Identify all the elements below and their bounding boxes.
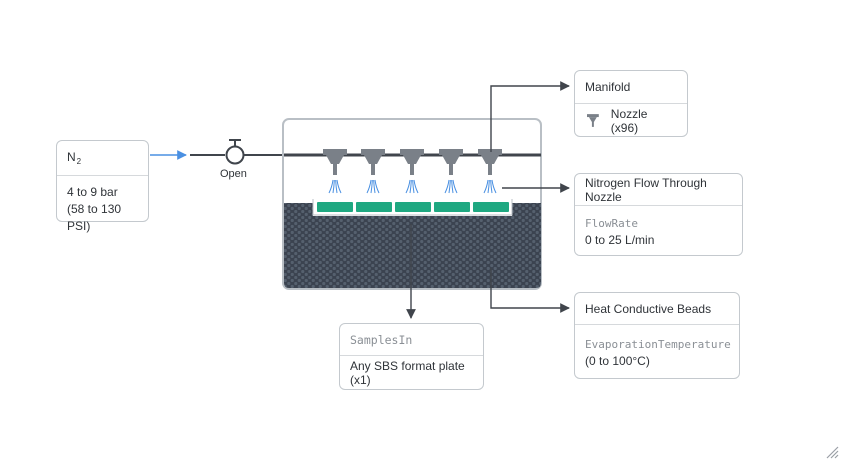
beads-param: EvaporationTemperature — [585, 338, 731, 351]
flow-title: Nitrogen Flow Through Nozzle — [585, 175, 707, 204]
valve-icon[interactable] — [225, 139, 245, 165]
nozzle-5 — [478, 149, 502, 194]
plate-segment-4 — [434, 202, 470, 212]
n2-card-header: N2 — [57, 141, 148, 176]
plate-segment-1 — [317, 202, 353, 212]
samples-title: SamplesIn — [350, 332, 413, 347]
beads-connector — [490, 268, 570, 313]
flow-param: FlowRate — [585, 217, 638, 230]
manifold-title: Manifold — [585, 80, 631, 94]
nozzle-label: Nozzle (x96) — [610, 106, 648, 135]
n2-supply-card[interactable]: N2 4 to 9 bar (58 to 130 PSI) — [56, 140, 149, 233]
nozzle-2 — [361, 149, 385, 194]
valve-label: Open — [220, 168, 247, 180]
plate-segment-2 — [356, 202, 392, 212]
beads-range: (0 to 100°C) — [585, 354, 650, 368]
nozzle-1 — [323, 149, 347, 194]
nozzle-3 — [400, 149, 424, 194]
n2-title: N2 — [67, 150, 82, 166]
plate-segment-5 — [473, 202, 509, 212]
samples-desc: Any SBS format plate (x1) — [350, 359, 465, 387]
plate-segment-3 — [395, 202, 431, 212]
flow-card[interactable]: Nitrogen Flow Through Nozzle FlowRate 0 … — [574, 173, 743, 256]
sample-plate — [317, 202, 509, 212]
bead-bath — [284, 203, 541, 288]
samples-card[interactable]: SamplesIn Any SBS format plate (x1) — [339, 323, 484, 390]
nozzle-icon — [587, 113, 599, 127]
n2-pressure: 4 to 9 bar — [67, 185, 118, 199]
nozzle-row — [323, 149, 502, 194]
beads-title: Heat Conductive Beads — [585, 301, 712, 316]
resize-grip-icon[interactable] — [825, 445, 839, 459]
manifold-card[interactable]: Manifold Nozzle (x96) — [574, 70, 688, 137]
flow-range: 0 to 25 L/min — [585, 233, 655, 247]
beads-card[interactable]: Heat Conductive Beads EvaporationTempera… — [574, 292, 740, 379]
nozzle-4 — [439, 149, 463, 194]
n2-pressure-psi: (58 to 130 PSI) — [67, 202, 122, 233]
manifold-connector — [490, 81, 570, 152]
